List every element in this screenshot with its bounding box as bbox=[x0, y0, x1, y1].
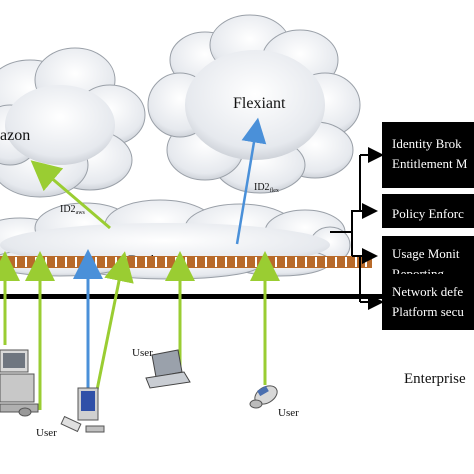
workstation-icon bbox=[60, 387, 105, 433]
svg-text:Usage Monit: Usage Monit bbox=[392, 246, 460, 261]
user2b-to-broker-arrow bbox=[93, 251, 134, 401]
id-label-aws: ID2aws bbox=[60, 204, 86, 216]
id-label-flexiant: ID2flex bbox=[254, 182, 279, 194]
svg-text:Identity Brok: Identity Brok bbox=[392, 136, 462, 151]
amazon-cloud bbox=[0, 47, 146, 198]
flexiant-cloud-label: Flexiant bbox=[233, 95, 286, 112]
enterprise-label: Enterprise bbox=[404, 371, 466, 387]
svg-text:Platform secu: Platform secu bbox=[392, 304, 464, 319]
desktop-computer-icon bbox=[0, 349, 39, 417]
user-label-1: User bbox=[36, 427, 57, 439]
services-connector bbox=[330, 147, 384, 310]
svg-text:Entitlement M: Entitlement M bbox=[392, 156, 468, 171]
broker-to-flexiant-arrow bbox=[235, 117, 267, 245]
flexiant-cloud bbox=[147, 14, 361, 194]
amazon-cloud-label: azon bbox=[0, 127, 30, 144]
user-label-3: User bbox=[132, 347, 153, 359]
svg-text:Network defe: Network defe bbox=[392, 284, 463, 299]
service-box-identity: Identity Brok Entitlement M bbox=[382, 122, 474, 188]
user-label-4: User bbox=[278, 407, 299, 419]
enterprise-boundary-line bbox=[0, 294, 474, 299]
service-box-network: Network defe Platform secu bbox=[382, 274, 474, 330]
firewall-fence bbox=[0, 256, 372, 268]
broker-to-amazon-arrow bbox=[30, 160, 111, 230]
service-box-policy: Policy Enforc bbox=[382, 194, 474, 228]
laptop-icon bbox=[145, 349, 191, 389]
pda-device-icon bbox=[249, 385, 278, 409]
svg-text:Policy Enforc: Policy Enforc bbox=[392, 206, 464, 221]
